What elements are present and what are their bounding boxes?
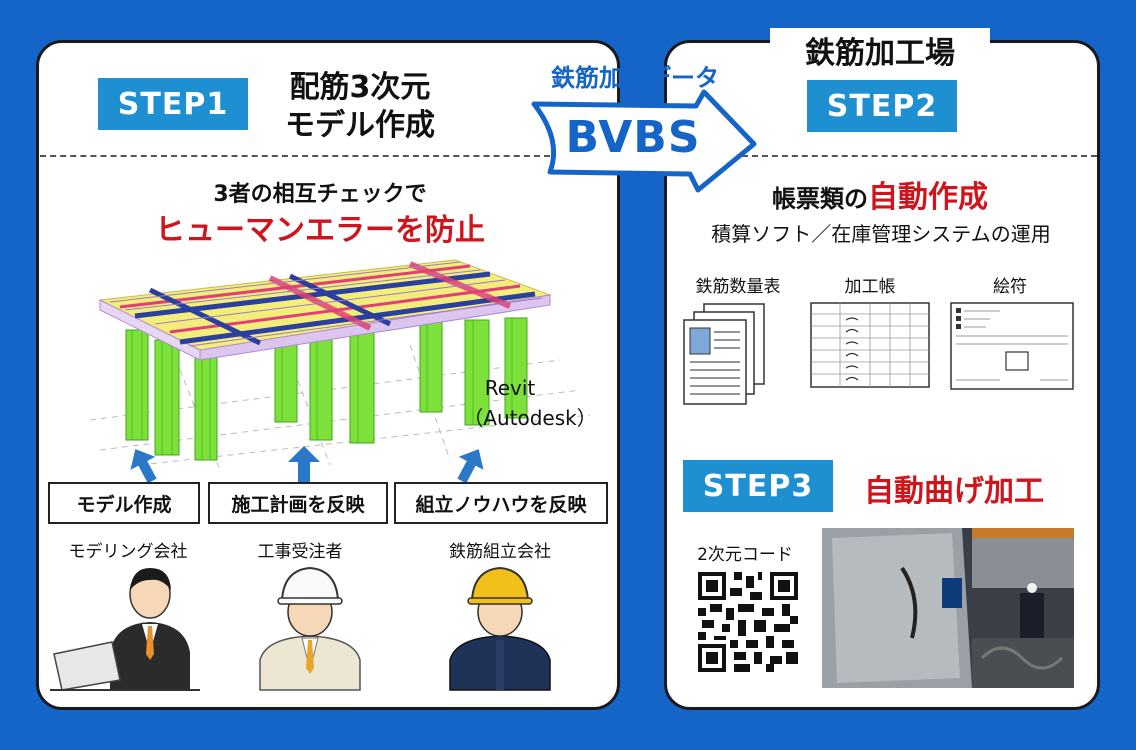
rebar-data-label: 鉄筋加工データ [551, 64, 719, 92]
qr-code-label: 2次元コード [697, 545, 793, 565]
party-contractor: 工事受注者 [257, 542, 343, 562]
step1-title-line2: モデル作成 [285, 108, 435, 143]
white-helmet-worker-illustration [259, 566, 361, 691]
doc-label-tag: 絵符 [993, 277, 1027, 297]
revit-label-line2: （Autodesk） [463, 406, 597, 430]
step2-heading-prefix: 帳票類の [772, 185, 868, 213]
arrow-up-icon [457, 449, 484, 484]
step3-badge: STEP3 [683, 460, 833, 512]
step2-heading: 帳票類の自動作成 [690, 172, 1070, 216]
role-box-assembler: 組立ノウハウを反映 [394, 482, 608, 524]
role-box-modeling: モデル作成 [48, 482, 200, 524]
tag-sheet-icon [950, 302, 1074, 390]
step2-subtext: 積算ソフト／在庫管理システムの運用 [711, 222, 1051, 246]
step2-heading-emphasis: 自動作成 [868, 180, 988, 215]
party-rebar-assembler: 鉄筋組立会社 [449, 542, 551, 562]
bending-machine-photo [822, 528, 1074, 688]
yellow-helmet-worker-illustration [449, 566, 551, 691]
rebar-3d-model-illustration [89, 259, 591, 471]
qr-code-icon [698, 572, 798, 672]
step1-divider [40, 155, 550, 157]
factory-header: 鉄筋加工場 [770, 28, 990, 72]
step1-title-line1: 配筋3次元 [289, 70, 431, 105]
step3-heading: 自動曲げ加工 [864, 474, 1044, 509]
arrow-up-icon [130, 449, 157, 484]
doc-label-quantity-table: 鉄筋数量表 [695, 277, 781, 297]
arrow-up-icon [288, 446, 320, 482]
revit-label-line1: Revit [484, 376, 536, 400]
laptop-worker-illustration [50, 568, 200, 691]
bvbs-format-label: BVBS [565, 112, 701, 163]
step2-badge: STEP2 [807, 80, 957, 132]
step1-emphasis: ヒューマンエラーを防止 [155, 213, 485, 248]
doc-label-processing-book: 加工帳 [844, 277, 896, 297]
step2-divider [742, 155, 1097, 157]
step1-subtitle: 3者の相互チェックで [213, 182, 427, 207]
role-box-contractor: 施工計画を反映 [208, 482, 388, 524]
processing-table-icon [810, 302, 930, 388]
step1-badge: STEP1 [98, 78, 248, 130]
document-stack-icon [683, 303, 765, 405]
party-modeling-company: モデリング会社 [68, 542, 188, 562]
bvbs-arrow [531, 89, 757, 193]
